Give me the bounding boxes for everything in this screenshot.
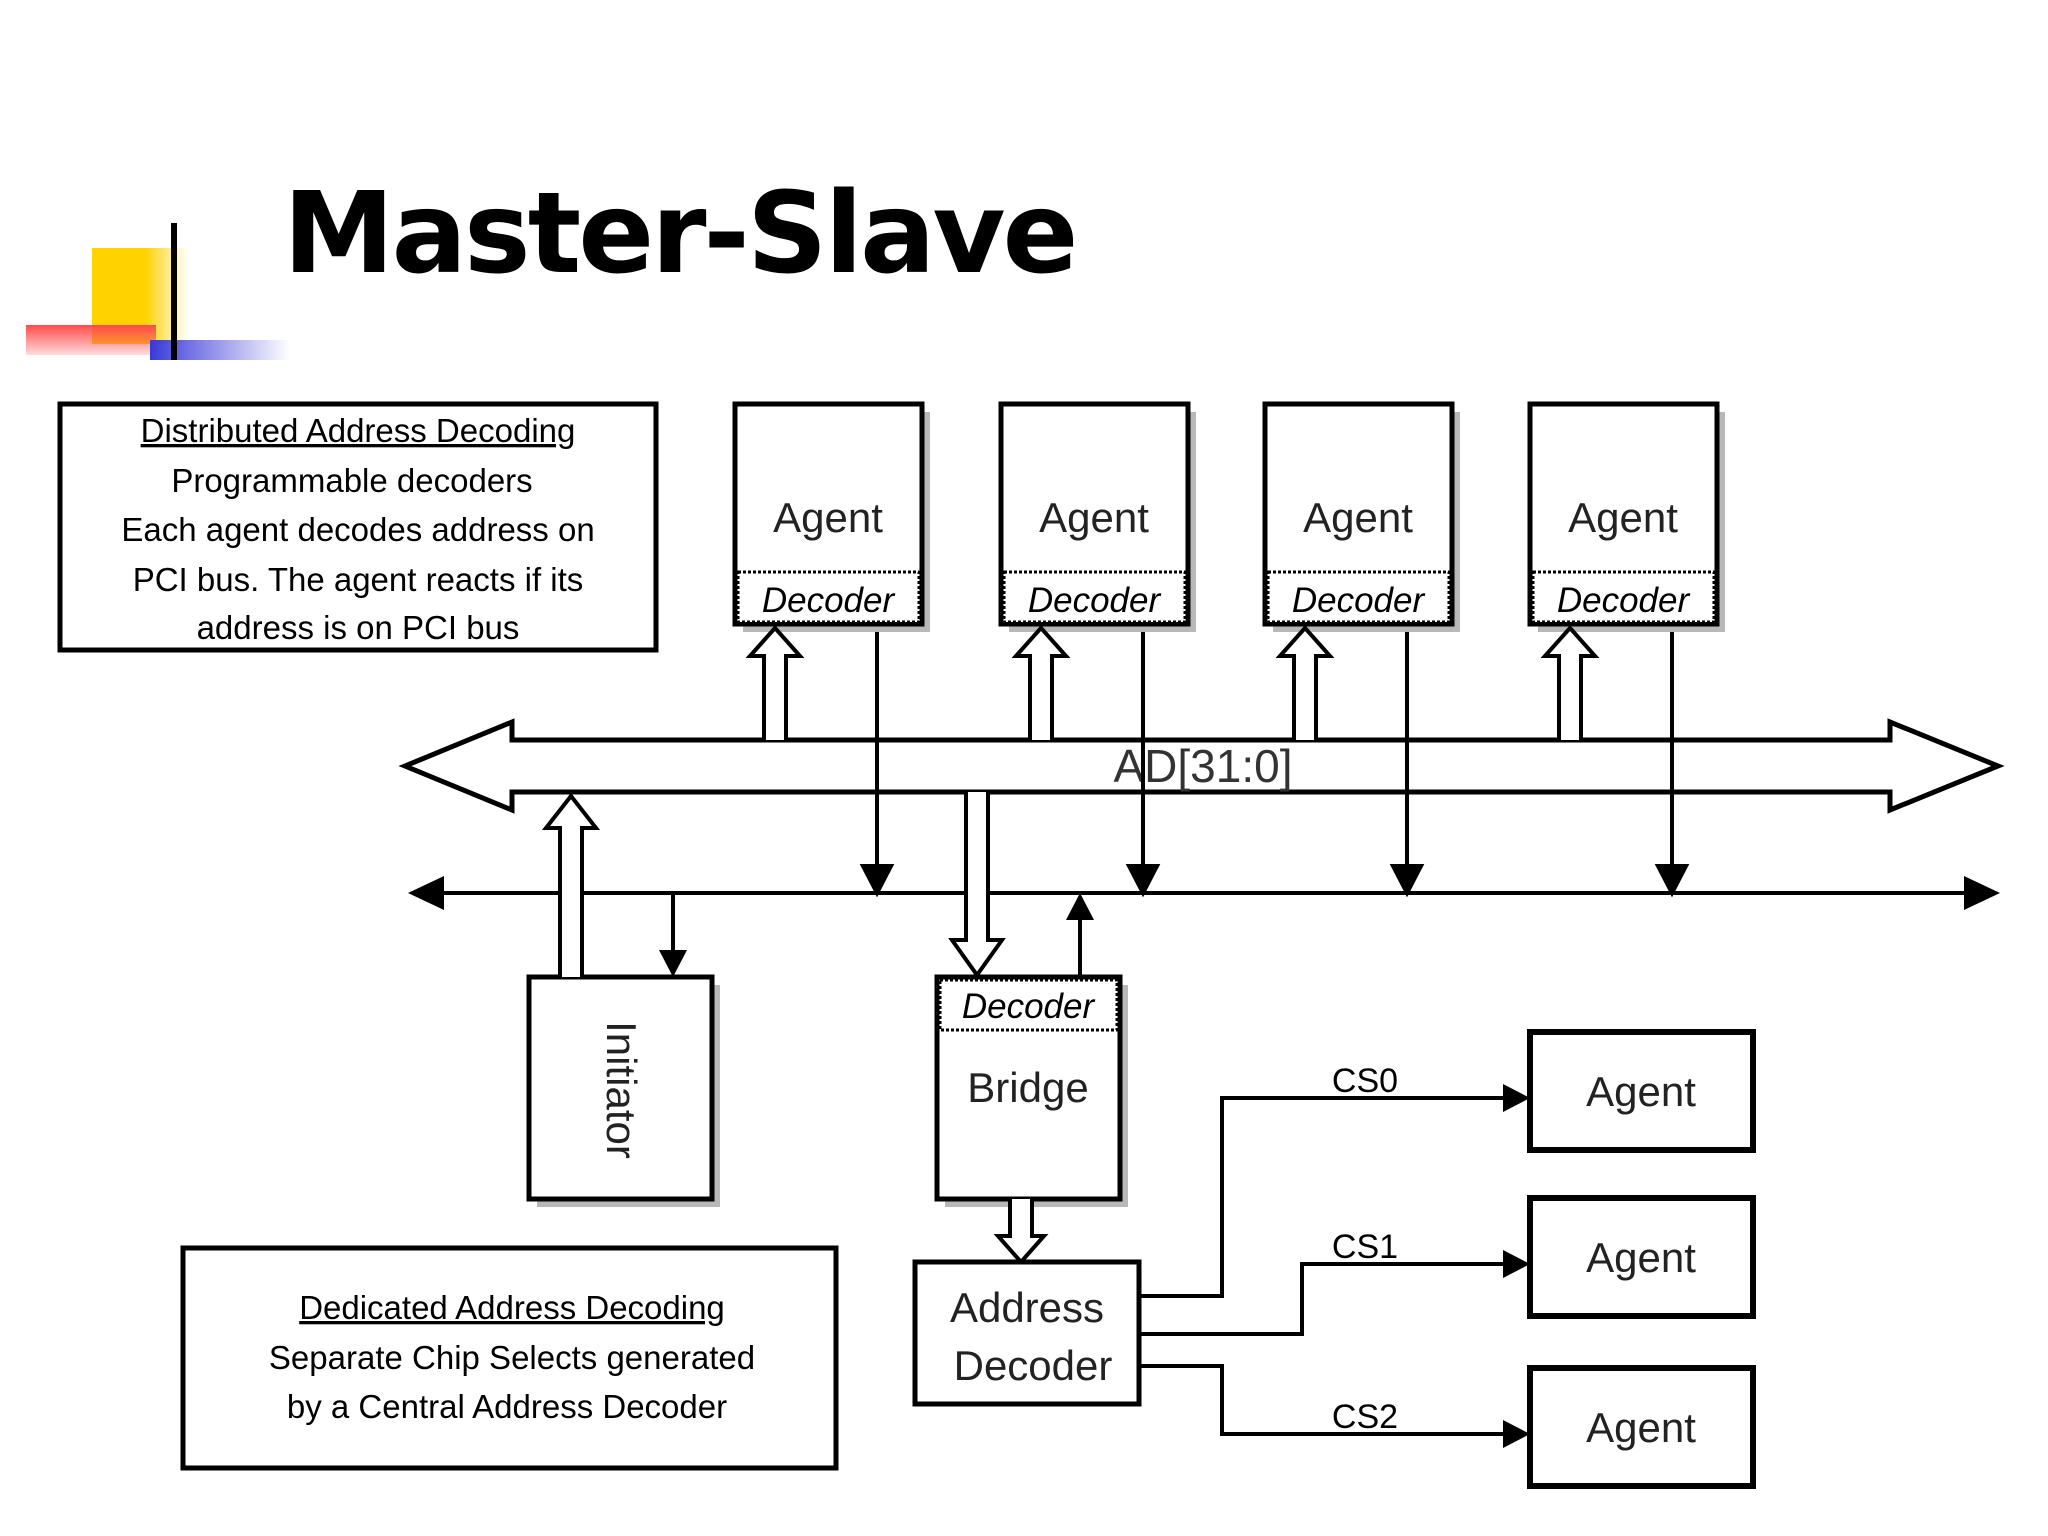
cs-agent-1: Agent (1527, 1195, 1756, 1319)
distributed-decoding-box: Distributed Address Decoding Programmabl… (57, 401, 659, 653)
distributed-line-4: address is on PCI bus (197, 609, 520, 646)
bridge-decoder-label: Decoder (962, 987, 1096, 1026)
cs-agent-0: Agent (1527, 1029, 1756, 1153)
top-agent-3-decoder-label: Decoder (1292, 581, 1426, 620)
cs-agent-2-label: Agent (1586, 1404, 1696, 1451)
distributed-line-1: Programmable decoders (171, 462, 532, 499)
dedicated-decoding-box: Dedicated Address Decoding Separate Chip… (180, 1245, 839, 1471)
top-agent-1-decoder-label: Decoder (762, 581, 896, 620)
chip-select-lines (1139, 1096, 1505, 1436)
top-agent-1: Agent Decoder (732, 401, 930, 632)
distributed-line-2: Each agent decodes address on (121, 511, 594, 548)
distributed-decoding-heading: Distributed Address Decoding (141, 412, 576, 449)
top-agent-3-label: Agent (1303, 494, 1413, 541)
dedicated-line-2: by a Central Address Decoder (287, 1388, 727, 1425)
top-agent-3: Agent Decoder (1262, 401, 1460, 632)
chip-select-arrowheads (1503, 1084, 1530, 1448)
top-agent-2-label: Agent (1039, 494, 1149, 541)
bridge-block: Decoder Bridge (934, 792, 1128, 1266)
top-agent-2-decoder-label: Decoder (1028, 581, 1162, 620)
address-decoder-block: Address Decoder (912, 1259, 1142, 1407)
distributed-line-3: PCI bus. The agent reacts if its (133, 561, 584, 598)
top-agent-4-decoder-label: Decoder (1557, 581, 1691, 620)
slide-title: Master-Slave (283, 169, 1079, 299)
title-decoration-red (26, 325, 156, 355)
initiator-label: Initiator (598, 1021, 645, 1159)
cs0-label: CS0 (1332, 1062, 1398, 1100)
top-agent-2: Agent Decoder (998, 401, 1196, 632)
title-decoration-blue (150, 340, 290, 360)
cs-agent-0-label: Agent (1586, 1068, 1696, 1115)
address-decoder-label-line-2: Decoder (954, 1342, 1113, 1389)
initiator-block: Initiator (526, 792, 720, 1207)
bridge-label: Bridge (967, 1064, 1088, 1111)
title-decoration-bar (171, 223, 177, 360)
ad-bus: AD[31:0] (398, 718, 2005, 814)
cs2-label: CS2 (1332, 1398, 1398, 1436)
address-decoder-label-line-1: Address (950, 1284, 1104, 1331)
cs-agent-1-label: Agent (1586, 1234, 1696, 1281)
dedicated-line-1: Separate Chip Selects generated (269, 1339, 755, 1376)
top-agent-4: Agent Decoder (1527, 401, 1725, 632)
top-agent-4-label: Agent (1568, 494, 1678, 541)
cs1-label: CS1 (1332, 1228, 1398, 1266)
top-agent-1-label: Agent (773, 494, 883, 541)
dedicated-decoding-heading: Dedicated Address Decoding (299, 1289, 725, 1326)
decoder-bus-connectors (745, 624, 1600, 740)
ad-bus-label: AD[31:0] (1114, 740, 1293, 792)
cs-agent-2: Agent (1527, 1365, 1756, 1489)
agent-select-lines (859, 632, 1690, 898)
control-line (408, 876, 2000, 910)
